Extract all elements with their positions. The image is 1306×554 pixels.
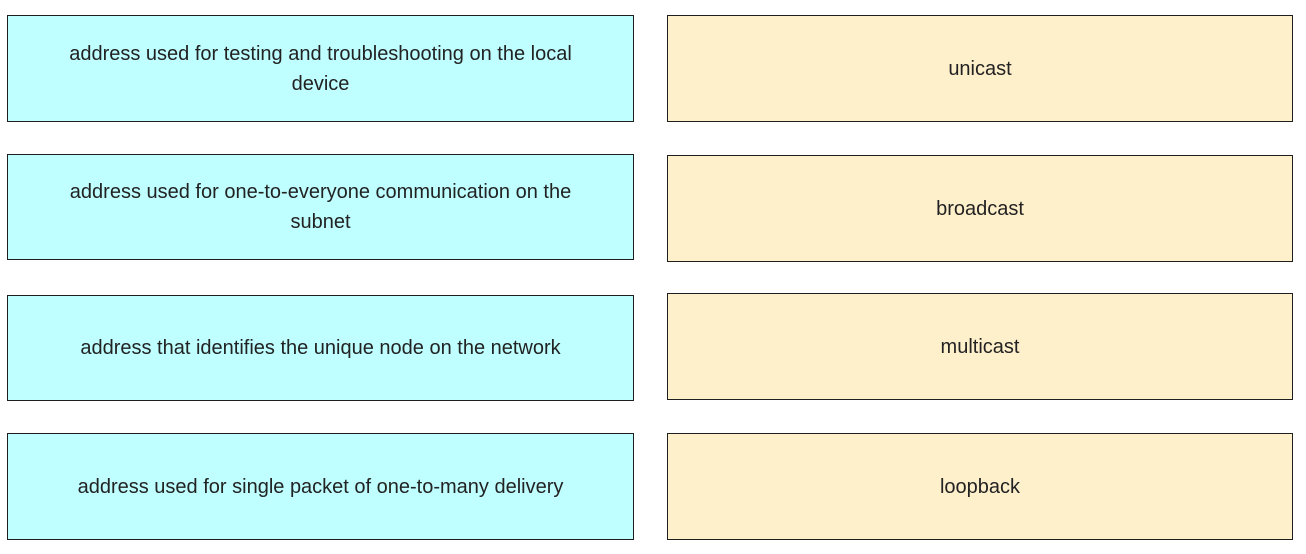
definition-box-4[interactable]: address used for single packet of one-to… <box>7 433 634 540</box>
term-box-unicast[interactable]: unicast <box>667 15 1293 122</box>
term-text-2: broadcast <box>936 197 1024 220</box>
definition-text-1: address used for testing and troubleshoo… <box>69 42 572 95</box>
term-box-multicast[interactable]: multicast <box>667 293 1293 400</box>
definition-box-1[interactable]: address used for testing and troubleshoo… <box>7 15 634 122</box>
definition-text-4: address used for single packet of one-to… <box>77 475 564 498</box>
definition-box-3[interactable]: address that identifies the unique node … <box>7 295 634 401</box>
definition-text-3: address that identifies the unique node … <box>80 337 561 359</box>
term-text-4: loopback <box>939 475 1021 498</box>
term-text-1: unicast <box>948 57 1012 80</box>
term-box-broadcast[interactable]: broadcast <box>667 155 1293 262</box>
term-box-loopback[interactable]: loopback <box>667 433 1293 540</box>
term-text-3: multicast <box>940 335 1020 358</box>
definition-text-2: address used for one-to-everyone communi… <box>69 181 572 233</box>
definition-box-2[interactable]: address used for one-to-everyone communi… <box>7 154 634 260</box>
